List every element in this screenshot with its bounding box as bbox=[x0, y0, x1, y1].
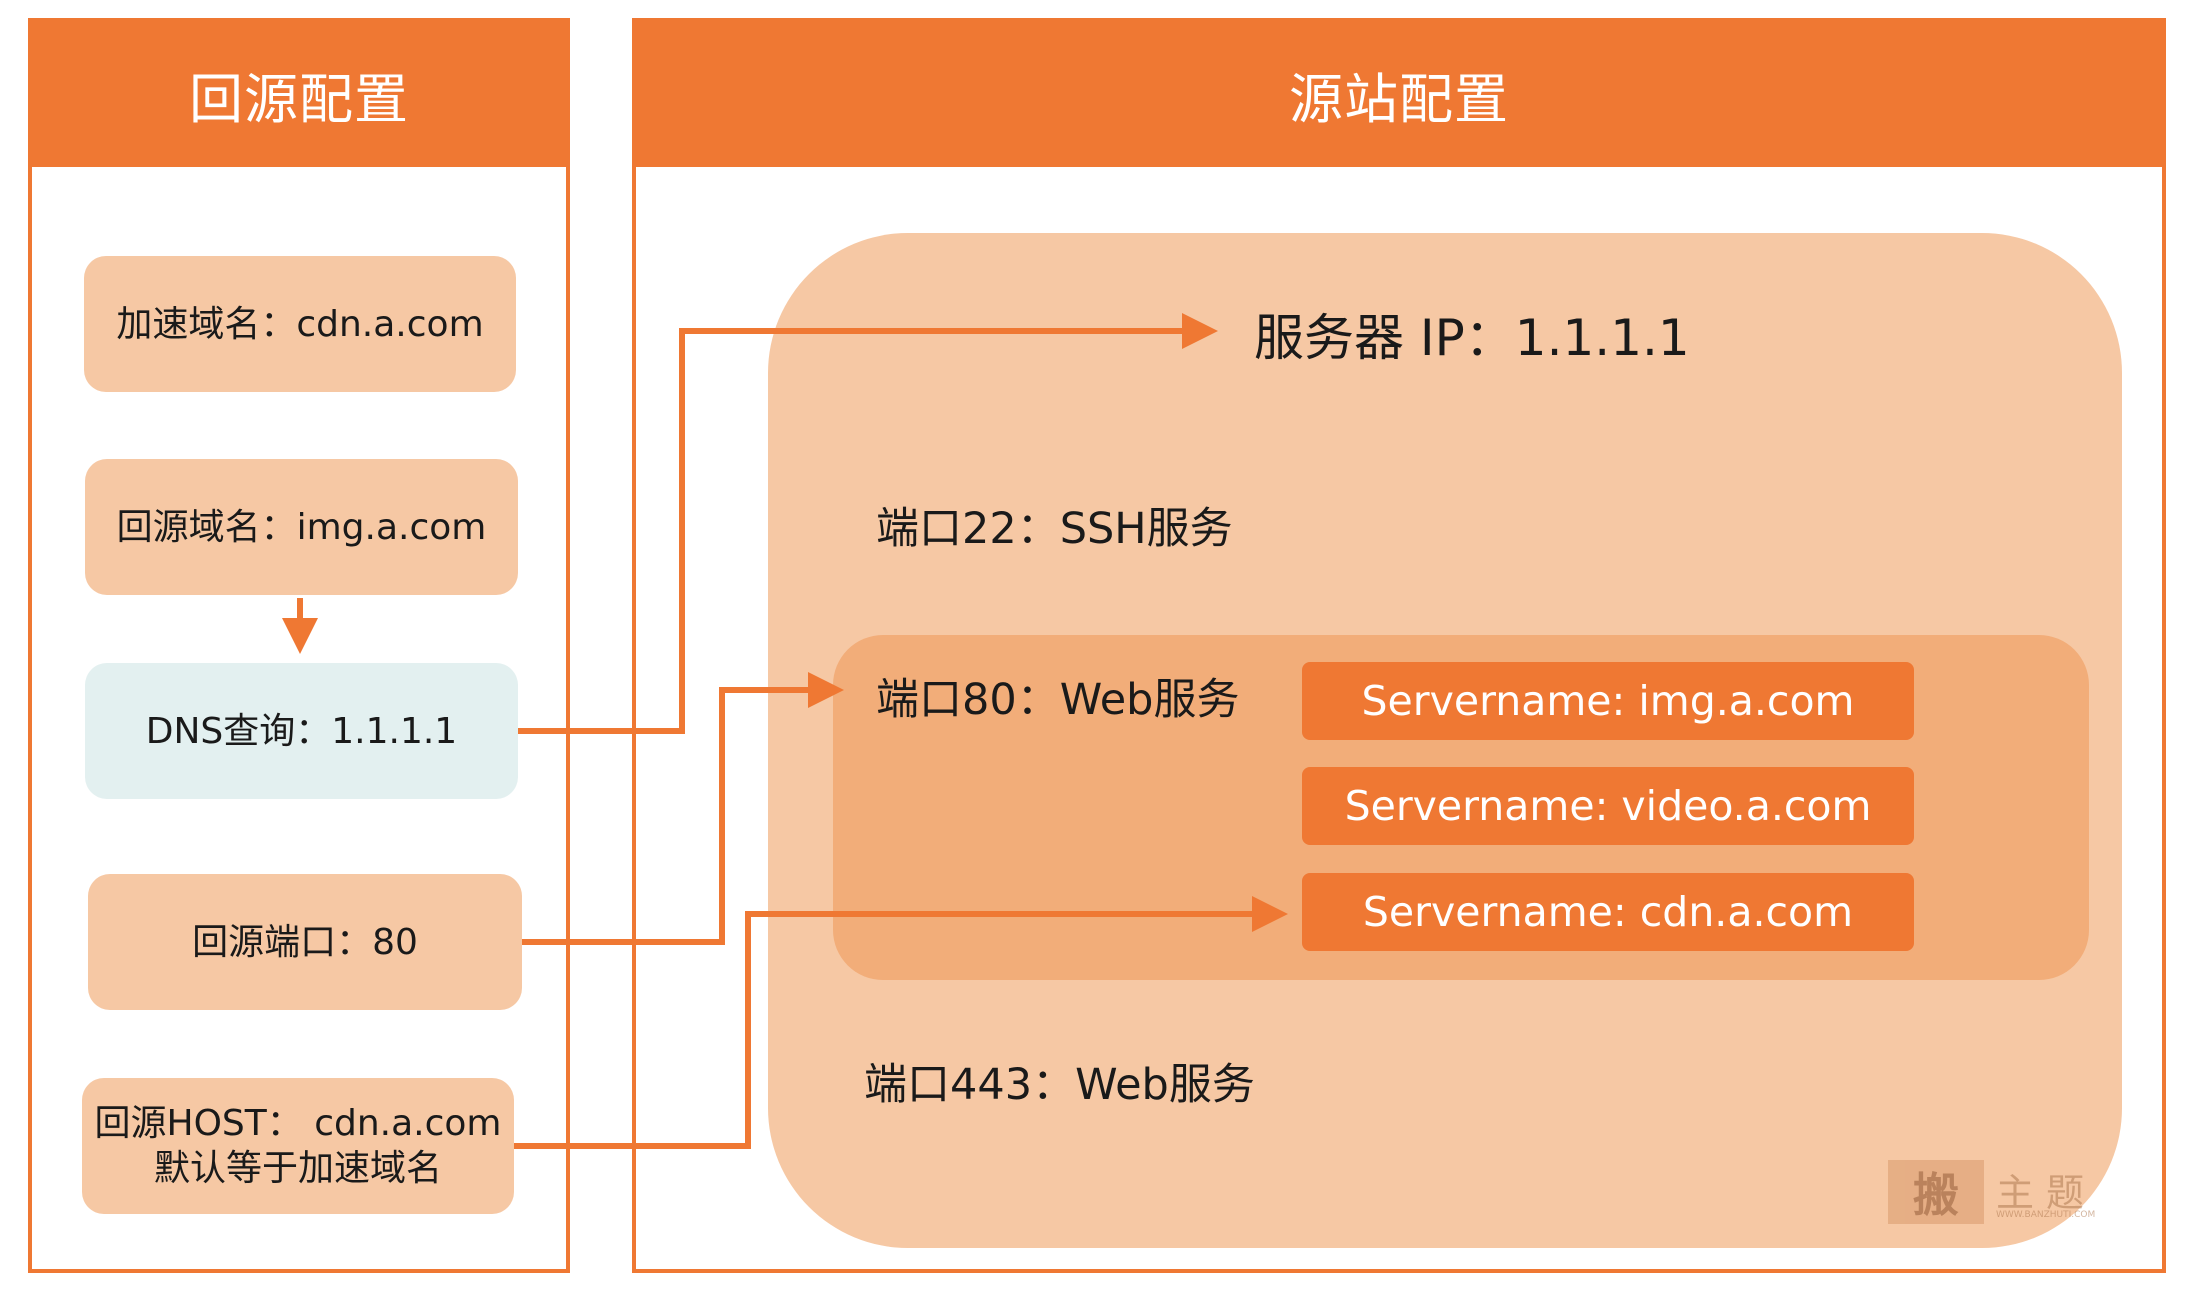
accel-domain-box: 加速域名：cdn.a.com bbox=[84, 256, 516, 392]
watermark-seal: 搬 bbox=[1888, 1160, 1984, 1224]
origin-host-box: 回源HOST： cdn.a.com 默认等于加速域名 bbox=[82, 1078, 514, 1214]
port22-label: 端口22：SSH服务 bbox=[876, 504, 1233, 554]
servername-img: Servername: img.a.com bbox=[1302, 662, 1914, 740]
origin-port-text: 回源端口：80 bbox=[192, 921, 418, 963]
port443-label: 端口443：Web服务 bbox=[864, 1060, 1255, 1110]
servername-video: Servername: video.a.com bbox=[1302, 767, 1914, 845]
server-ip-label: 服务器 IP：1.1.1.1 bbox=[1254, 309, 1690, 367]
origin-host-line1: 回源HOST： cdn.a.com bbox=[94, 1103, 502, 1144]
accel-domain-text: 加速域名：cdn.a.com bbox=[116, 303, 484, 345]
watermark-text: 主题 bbox=[1996, 1171, 2097, 1215]
origin-domain-text: 回源域名：img.a.com bbox=[116, 506, 487, 548]
dns-query-text: DNS查询：1.1.1.1 bbox=[145, 710, 458, 752]
origin-config-panel: 回源配置 bbox=[28, 18, 570, 1273]
servername-cdn: Servername: cdn.a.com bbox=[1302, 873, 1914, 951]
origin-host-line2: 默认等于加速域名 bbox=[153, 1148, 442, 1189]
port80-label: 端口80：Web服务 bbox=[876, 675, 1240, 725]
origin-config-title: 回源配置 bbox=[32, 22, 566, 167]
watermark-url: WWW.BANZHUTI.COM bbox=[1996, 1210, 2096, 1220]
origin-domain-box: 回源域名：img.a.com bbox=[85, 459, 518, 595]
dns-query-box: DNS查询：1.1.1.1 bbox=[85, 663, 518, 799]
origin-port-box: 回源端口：80 bbox=[88, 874, 522, 1010]
watermark-logo: 搬 主题 WWW.BANZHUTI.COM bbox=[1888, 1160, 2116, 1224]
source-site-config-title: 源站配置 bbox=[636, 22, 2162, 167]
